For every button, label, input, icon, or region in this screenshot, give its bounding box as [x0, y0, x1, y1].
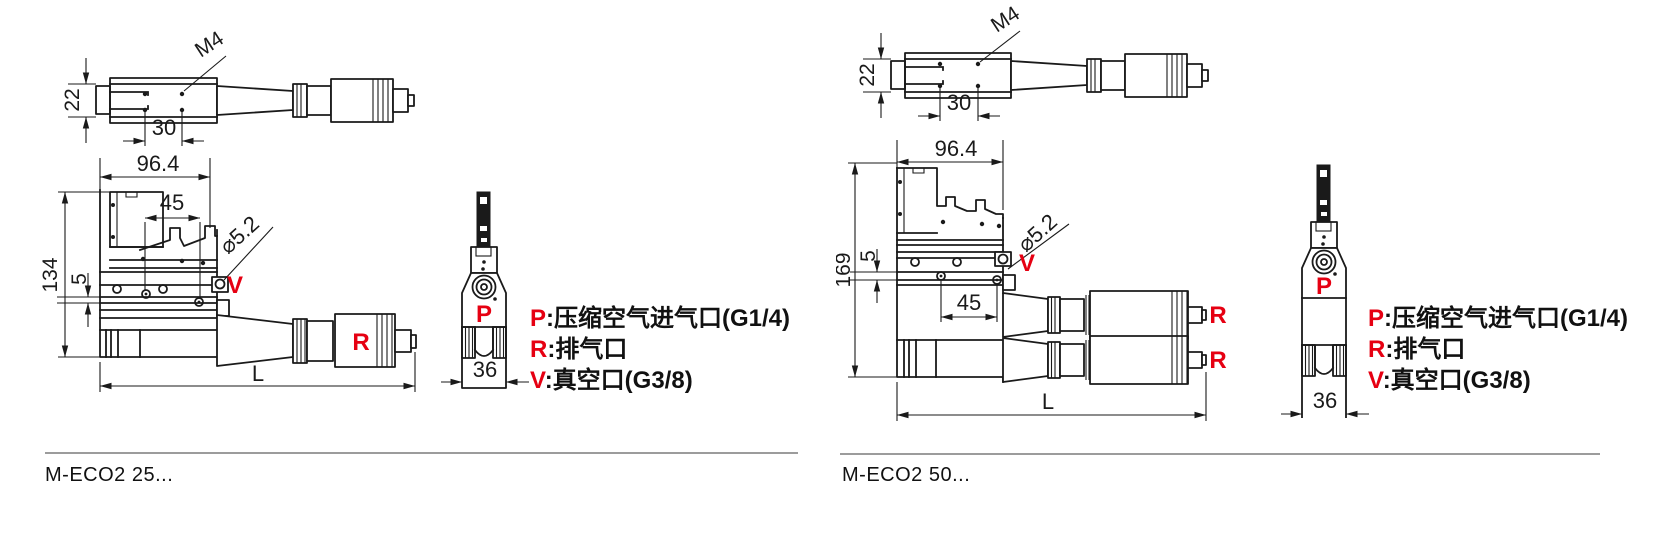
dim-l-label: L — [1042, 389, 1054, 414]
port-r-lower-label: R — [1209, 347, 1226, 374]
technical-drawing-m-eco2-50: M4 22 30 — [836, 2, 1369, 421]
legend-key-r: R — [530, 336, 548, 363]
micrometer-front-view: R — [216, 313, 417, 368]
end-view-stage: P — [461, 191, 507, 389]
dim-169-label: 169 — [836, 252, 855, 287]
caption-divider — [840, 453, 1600, 455]
thread-label: M4 — [191, 27, 228, 62]
front-view-stage: R R — [896, 167, 1227, 385]
port-v-label: V — [1019, 250, 1035, 277]
dim-l-label: L — [252, 361, 264, 386]
dim-5-label: 5 — [857, 250, 880, 262]
dim-end-width-36: 36 — [1281, 388, 1369, 418]
dim-dia-5-2-label: ⌀5.2 — [215, 211, 264, 259]
micrometer-top-view — [216, 78, 415, 123]
legend-desc-r: :排气口 — [547, 336, 628, 363]
dim-hole-diameter: ⌀5.2 — [215, 211, 274, 281]
port-r-upper-label: R — [1209, 302, 1226, 329]
caption-divider — [45, 452, 798, 454]
legend-key-p: P — [1368, 305, 1385, 332]
port-v-label: V — [227, 272, 243, 299]
dim-30-label: 30 — [152, 115, 176, 140]
port-r-label: R — [352, 329, 369, 356]
dim-hole-diameter: ⌀5.2 — [1007, 209, 1070, 270]
dim-width-96-4: 96.4 — [99, 151, 211, 228]
dim-45-label: 45 — [160, 190, 184, 215]
dim-hole-spacing-30: 30 — [123, 112, 204, 146]
dim-height-22: 22 — [61, 58, 96, 143]
dim-overall-height-134: 134 — [39, 191, 110, 358]
dim-36-label: 36 — [1313, 388, 1337, 413]
panel-m-eco2-25: M4 22 30 — [0, 0, 836, 544]
legend-row-p: P:压缩空气进气口(G1/4) — [1368, 303, 1628, 334]
legend-key-r: R — [1368, 336, 1386, 363]
end-view-stage: P — [1301, 164, 1347, 418]
legend-desc-p: :压缩空气进气口(G1/4) — [1384, 305, 1629, 332]
dim-96-4-label: 96.4 — [137, 151, 180, 176]
dim-overall-length-l: L — [99, 352, 416, 392]
dim-thread-m4: M4 — [183, 27, 228, 92]
port-p-label: P — [1316, 273, 1332, 300]
legend-desc-v: :真空口(G3/8) — [1382, 367, 1531, 394]
dim-slot-spacing-45: 45 — [940, 281, 998, 322]
dim-slot-spacing-45: 45 — [144, 190, 201, 298]
legend-desc-v: :真空口(G3/8) — [544, 367, 693, 394]
port-legend: P:压缩空气进气口(G1/4) R:排气口 V:真空口(G3/8) — [1368, 303, 1628, 396]
micrometer-lower-front-view — [1002, 335, 1207, 385]
legend-desc-r: :排气口 — [1385, 336, 1466, 363]
legend-row-r: R:排气口 — [530, 334, 790, 365]
port-legend: P:压缩空气进气口(G1/4) R:排气口 V:真空口(G3/8) — [530, 303, 790, 396]
legend-key-v: V — [1368, 367, 1383, 394]
legend-row-v: V:真空口(G3/8) — [1368, 365, 1628, 396]
dim-22-label: 22 — [61, 88, 84, 111]
top-view-stage — [890, 52, 1209, 99]
dim-30-label: 30 — [947, 90, 971, 115]
panel-m-eco2-50: M4 22 30 — [836, 0, 1673, 544]
dim-45-label: 45 — [957, 290, 981, 315]
dim-overall-length-l: L — [896, 372, 1207, 421]
dim-end-width-36: 36 — [441, 357, 529, 386]
dim-height-22: 22 — [856, 33, 891, 118]
dim-hole-spacing-30: 30 — [918, 88, 1000, 121]
legend-key-p: P — [530, 305, 547, 332]
model-caption: M-ECO2 50... — [842, 464, 971, 486]
dim-5-label: 5 — [68, 273, 91, 285]
port-p-label: P — [476, 301, 492, 328]
micrometer-upper-front-view — [1002, 290, 1207, 340]
dim-step-5: 5 — [850, 249, 897, 303]
legend-row-p: P:压缩空气进气口(G1/4) — [530, 303, 790, 334]
micrometer-top-view — [1010, 53, 1209, 98]
dim-134-label: 134 — [39, 257, 62, 292]
legend-key-v: V — [530, 367, 545, 394]
top-view-stage — [95, 77, 415, 124]
dim-36-label: 36 — [473, 357, 497, 382]
front-view-stage: R — [99, 189, 417, 368]
dim-step-5: 5 — [57, 273, 100, 327]
legend-desc-p: :压缩空气进气口(G1/4) — [546, 305, 791, 332]
dim-96-4-label: 96.4 — [935, 136, 978, 161]
dim-overall-height-169: 169 — [836, 162, 897, 378]
legend-row-v: V:真空口(G3/8) — [530, 365, 790, 396]
legend-row-r: R:排气口 — [1368, 334, 1628, 365]
dim-22-label: 22 — [856, 63, 879, 86]
model-caption: M-ECO2 25... — [45, 464, 174, 486]
dim-width-96-4: 96.4 — [896, 136, 1004, 210]
technical-drawing-m-eco2-25: M4 22 30 — [39, 27, 529, 392]
